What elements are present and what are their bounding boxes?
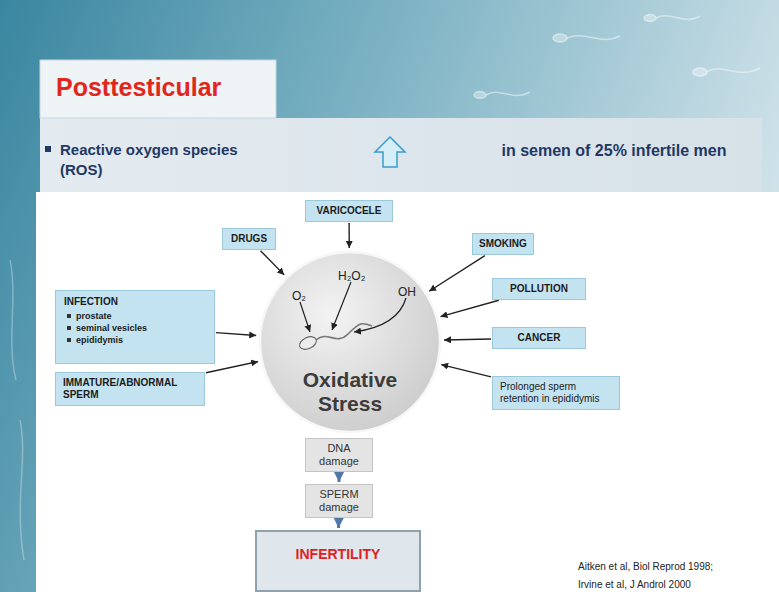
- text-holder: Oxidative Stress: [288, 368, 412, 416]
- connector-arrow: [348, 223, 350, 248]
- banner-text: in semen of 25% infertile men: [468, 140, 760, 162]
- text-holder: in semen of 25% infertile men: [468, 140, 760, 162]
- factor-box: Prolonged sperm retention in epididymis: [492, 376, 620, 410]
- bullet-square: [45, 146, 51, 152]
- list-item: epididymis: [64, 334, 206, 346]
- box-text: Prolonged sperm retention in epididymis: [500, 381, 612, 405]
- text-holder: Posttesticular: [56, 72, 221, 102]
- box-text: VARICOCELE: [312, 205, 386, 217]
- list-text: prostate: [76, 311, 112, 321]
- box-text: DNA damage: [310, 442, 368, 468]
- oxidative-stress-circle: O₂ H₂O₂ OH Oxidative Stress: [258, 250, 442, 434]
- circle-label: O₂: [292, 289, 306, 303]
- text-holder: O₂: [292, 286, 306, 304]
- box-text: CANCER: [499, 332, 579, 344]
- circle-label: OH: [398, 285, 416, 299]
- box-text: INFERTILITY: [263, 546, 413, 563]
- factor-box: POLLUTION: [492, 278, 586, 300]
- text-holder: Irvine et al, J Androl 2000: [578, 574, 691, 592]
- factor-box: INFECTION prostate seminal vesicles epididy…: [55, 290, 215, 364]
- box-text: DRUGS: [229, 233, 269, 245]
- bullet-square: [67, 338, 71, 342]
- banner-text: Reactive oxygen species (ROS): [60, 140, 265, 180]
- connector-arrow: [216, 333, 256, 336]
- box-heading: INFECTION: [64, 296, 206, 308]
- citation: Aitken et al, Biol Reprod 1998;: [578, 560, 713, 573]
- slide-title: Posttesticular: [56, 72, 221, 102]
- factor-box: CANCER: [492, 327, 586, 349]
- factor-box: VARICOCELE: [305, 200, 393, 222]
- box-text: IMMATURE/ABNORMAL SPERM: [63, 377, 197, 401]
- factor-box: SPERM damage: [305, 484, 373, 518]
- text-holder: Reactive oxygen species (ROS): [60, 140, 265, 180]
- bullet-square: [67, 326, 71, 330]
- connector-arrow: [429, 256, 485, 292]
- header-band: Reactive oxygen species (ROS) in semen of…: [40, 118, 762, 192]
- bullet-square: [67, 314, 71, 318]
- connector-arrow: [441, 365, 491, 377]
- box-text: SPERM damage: [310, 488, 368, 514]
- factor-box: IMMATURE/ABNORMAL SPERM: [55, 372, 205, 406]
- banner-band: [40, 118, 762, 192]
- text-holder: H₂O₂: [338, 266, 365, 284]
- content-panel: [36, 192, 779, 592]
- box-text: SMOKING: [479, 238, 527, 250]
- factor-box: SMOKING: [472, 233, 534, 255]
- up-arrow-symbol: [375, 137, 405, 167]
- box-text: POLLUTION: [499, 283, 579, 295]
- factor-box: DNA damage: [305, 438, 373, 472]
- text-holder: Aitken et al, Biol Reprod 1998;: [578, 556, 713, 574]
- connector-arrow: [441, 300, 499, 316]
- list-text: seminal vesicles: [76, 323, 147, 333]
- factor-box: INFERTILITY: [255, 530, 421, 592]
- circle-label: Oxidative Stress: [288, 368, 412, 416]
- list-item: seminal vesicles: [64, 322, 206, 334]
- text-holder: OH: [398, 282, 416, 300]
- circle-label: H₂O₂: [338, 269, 365, 283]
- citation: Irvine et al, J Androl 2000: [578, 578, 691, 591]
- list-item: prostate: [64, 310, 206, 322]
- connector-arrow: [337, 519, 340, 528]
- connector-arrow: [338, 473, 341, 482]
- title-box: [40, 60, 276, 118]
- list-text: epididymis: [76, 335, 123, 345]
- connector-arrow: [444, 338, 491, 340]
- connector-arrow: [260, 251, 284, 275]
- factor-box: DRUGS: [222, 228, 276, 250]
